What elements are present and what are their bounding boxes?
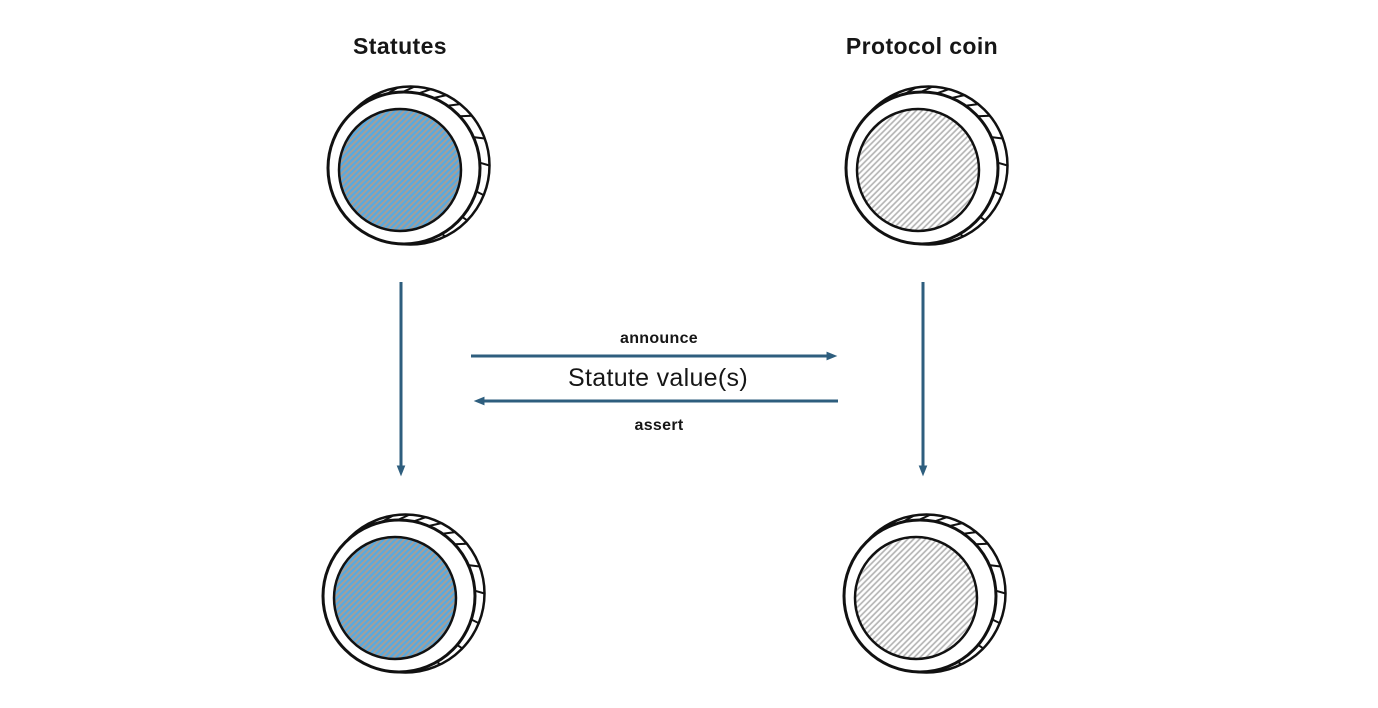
statute-values-label: Statute value(s) bbox=[568, 364, 748, 392]
protocol-coin-top-icon bbox=[832, 79, 1018, 257]
assert-label: assert bbox=[634, 417, 684, 434]
statutes-coin-top-icon bbox=[314, 79, 500, 257]
statutes-coin-bottom-icon bbox=[309, 507, 495, 685]
protocol-coin-bottom-icon bbox=[830, 507, 1016, 685]
announce-label: announce bbox=[620, 330, 698, 347]
protocol-coin-column-title: Protocol coin bbox=[845, 33, 999, 59]
statutes-column-title: Statutes bbox=[353, 33, 447, 59]
